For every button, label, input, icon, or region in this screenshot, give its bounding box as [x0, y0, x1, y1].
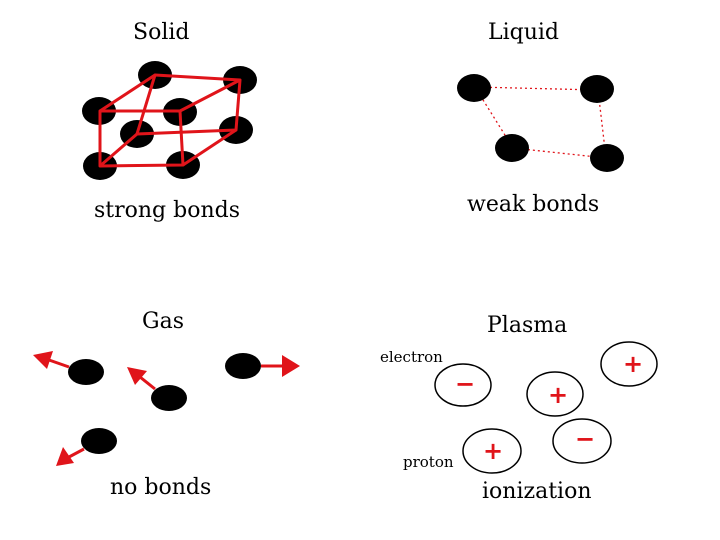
minus-sign: −: [575, 425, 595, 453]
liquid-title: Liquid: [488, 20, 560, 45]
plus-sign: +: [483, 437, 503, 465]
liquid-particle: [457, 74, 491, 102]
proton-ion: +: [600, 341, 658, 387]
proton-ion: +: [462, 428, 522, 474]
plasma-title: Plasma: [487, 313, 568, 338]
solid-caption: strong bonds: [94, 198, 241, 223]
plus-sign: +: [548, 381, 568, 409]
liquid-cluster: [457, 74, 624, 172]
gas-motion-arrow: [127, 367, 156, 391]
liquid-caption: weak bonds: [467, 192, 600, 217]
gas-title: Gas: [142, 309, 184, 334]
gas-motion-arrow: [33, 351, 70, 369]
gas-particles: [33, 351, 300, 466]
gas-motion-arrow: [261, 355, 300, 377]
gas-particle: [68, 359, 104, 385]
proton-ion: +: [526, 371, 584, 417]
solid-title: Solid: [133, 20, 190, 45]
electron-ion: −: [434, 363, 492, 407]
plasma-ions: + − + + −: [434, 341, 658, 474]
plasma-caption: ionization: [482, 479, 592, 504]
gas-caption: no bonds: [110, 475, 212, 500]
gas-particle: [151, 385, 187, 411]
solid-lattice: [82, 61, 257, 180]
gas-particle: [225, 353, 261, 379]
solid-bonds: [98, 73, 242, 168]
liquid-particle: [590, 144, 624, 172]
liquid-particle: [580, 75, 614, 103]
proton-label: proton: [403, 453, 454, 471]
liquid-particle: [495, 134, 529, 162]
electron-ion: −: [552, 418, 612, 464]
gas-particle: [81, 428, 117, 454]
gas-motion-arrow: [56, 447, 85, 466]
minus-sign: −: [455, 370, 475, 398]
plus-sign: +: [623, 350, 643, 378]
electron-label: electron: [380, 348, 443, 366]
